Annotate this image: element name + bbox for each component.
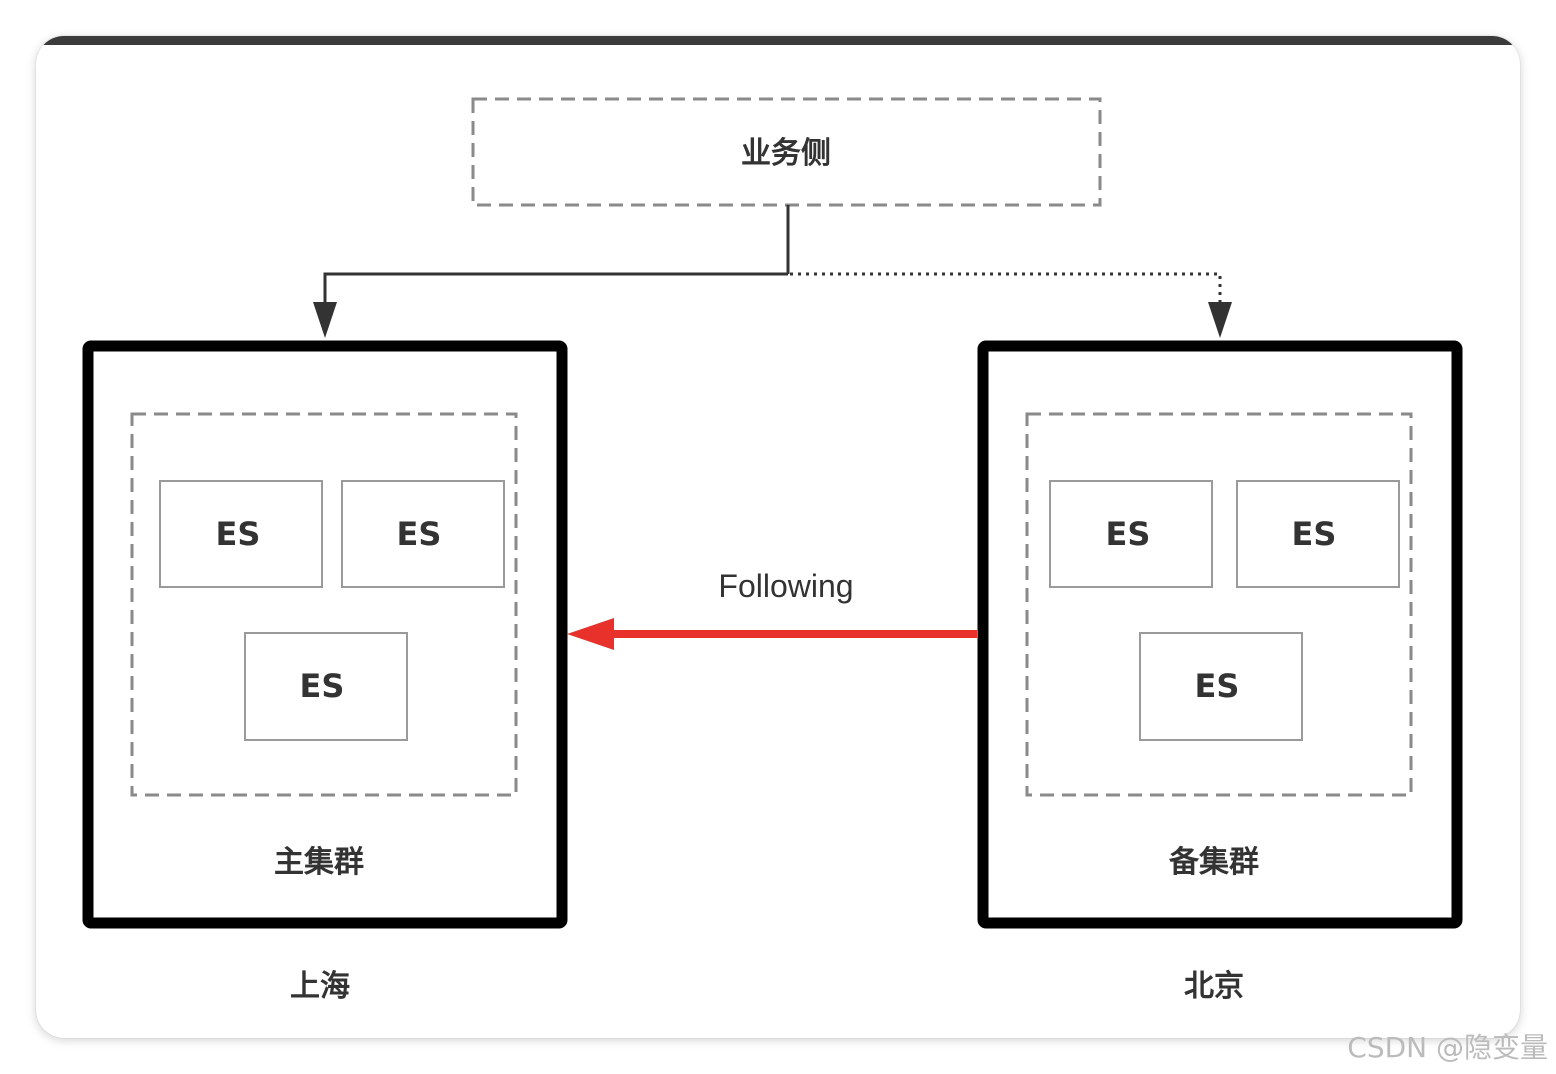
primary-cluster: ES ES ES 主集群 bbox=[82, 340, 568, 929]
standby-es-node-1-label: ES bbox=[1106, 515, 1151, 553]
primary-es-node-2: ES bbox=[341, 480, 505, 588]
primary-es-node-1: ES bbox=[159, 480, 323, 588]
card-top-bar bbox=[36, 36, 1520, 45]
business-side-node: 业务侧 bbox=[471, 97, 1102, 207]
primary-es-node-1-label: ES bbox=[216, 515, 261, 553]
standby-es-node-3-label: ES bbox=[1195, 667, 1240, 705]
following-label: Following bbox=[718, 568, 853, 604]
replication-link: Following bbox=[567, 568, 977, 650]
standby-es-node-2: ES bbox=[1236, 480, 1400, 588]
request-routing-connectors bbox=[313, 205, 1232, 338]
standby-route-line bbox=[790, 272, 1222, 304]
business-side-label: 业务侧 bbox=[741, 136, 831, 171]
standby-route-arrowhead bbox=[1208, 302, 1232, 338]
standby-node-group bbox=[1025, 412, 1413, 797]
standby-cluster: ES ES ES 备集群 bbox=[977, 340, 1463, 929]
primary-location-label: 上海 bbox=[290, 969, 350, 1004]
standby-cluster-label: 备集群 bbox=[1169, 845, 1259, 880]
primary-route-arrowhead bbox=[313, 302, 337, 338]
primary-es-node-3: ES bbox=[244, 632, 408, 741]
standby-es-node-3: ES bbox=[1139, 632, 1303, 741]
primary-es-node-3-label: ES bbox=[300, 667, 345, 705]
primary-route-line bbox=[323, 272, 788, 312]
standby-es-node-2-label: ES bbox=[1292, 515, 1337, 553]
watermark-text: CSDN @隐变量 bbox=[1347, 1031, 1548, 1064]
primary-es-node-2-label: ES bbox=[397, 515, 442, 553]
primary-cluster-frame bbox=[82, 340, 568, 929]
standby-cluster-frame bbox=[977, 340, 1463, 929]
primary-cluster-label: 主集群 bbox=[274, 845, 364, 880]
primary-node-group bbox=[130, 412, 518, 797]
standby-location-label: 北京 bbox=[1184, 969, 1244, 1004]
standby-es-node-1: ES bbox=[1049, 480, 1213, 588]
following-arrowhead bbox=[567, 618, 614, 650]
